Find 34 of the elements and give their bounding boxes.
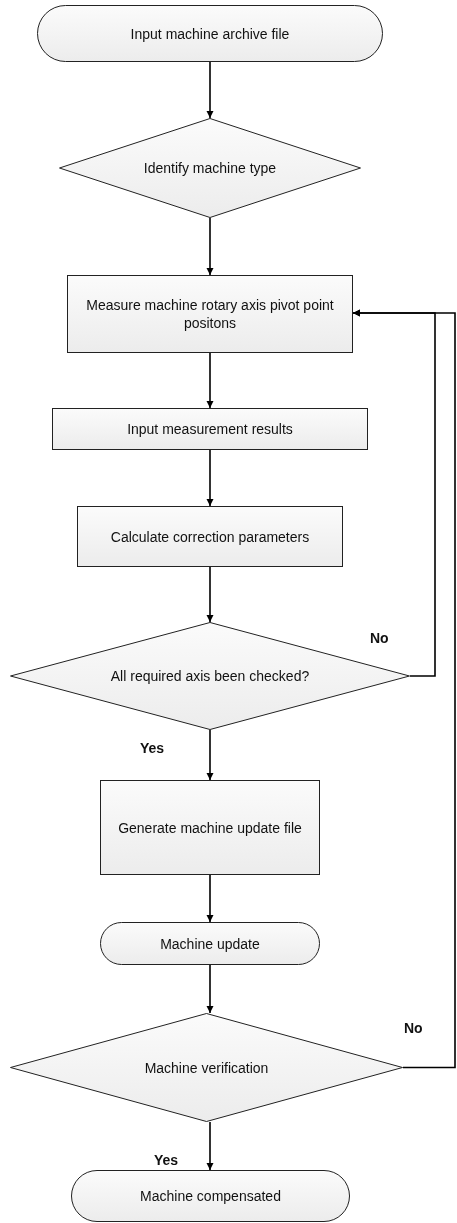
process-box [67,275,353,353]
arrow [206,964,214,1014]
edge-label: No [368,630,391,646]
step-label: Measure machine rotary axis pivot point positons [85,296,335,332]
step-label: Machine compensated [140,1187,281,1205]
arrow [206,1121,214,1171]
step-label: All required axis been checked? [110,667,310,685]
step-label: Calculate correction parameters [110,527,310,546]
edge-label: Yes [152,1152,181,1168]
arrow [352,309,456,1069]
step-label: Identify machine type [143,159,277,177]
terminator-shape [100,922,320,965]
arrow [206,61,214,119]
decision-diamond [59,118,361,218]
step-label: Input machine archive file [130,24,290,43]
step-label: Generate machine update file [118,818,302,837]
decision-diamond [10,622,410,730]
arrow [206,449,214,507]
edge-label: Yes [138,740,167,756]
step-label: Machine update [160,934,260,953]
arrow [206,217,214,276]
terminator-shape [71,1170,350,1222]
edge-label: No [402,1020,425,1036]
process-box [100,780,320,875]
process-box [52,408,368,450]
process-box [77,506,343,567]
terminator-shape [37,5,383,62]
arrow [206,352,214,409]
arrow [206,566,214,623]
decision-diamond [10,1013,403,1122]
arrow [206,874,214,923]
step-label: Machine verification [144,1058,269,1077]
arrow [206,729,214,781]
step-label: Input measurement results [127,420,293,438]
